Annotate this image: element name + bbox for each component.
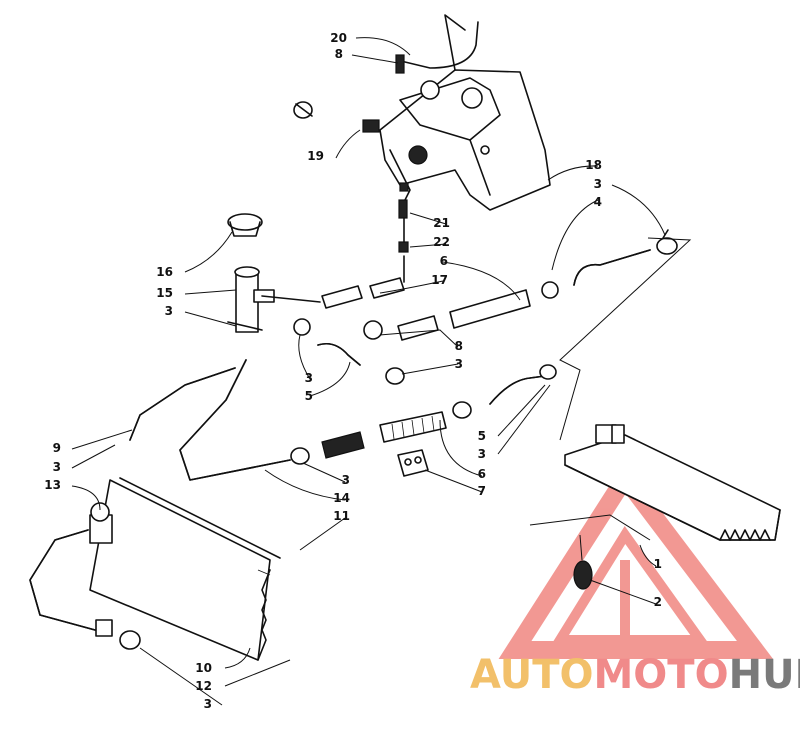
hose-13 [29, 502, 141, 650]
callout-c8b: 8 [455, 339, 463, 353]
callout-c3d: 3 [305, 371, 313, 385]
callout-c2: 2 [654, 595, 662, 609]
callout-c12: 12 [195, 679, 212, 693]
leader-lines [71, 37, 666, 706]
callout-c3g: 3 [342, 473, 350, 487]
fitting-21-22 [398, 199, 409, 253]
filler-neck [227, 266, 275, 333]
callout-c3c: 3 [455, 357, 463, 371]
callout-c7: 7 [478, 484, 486, 498]
pressure-cap [227, 213, 263, 237]
coolant-tank [379, 14, 551, 211]
callout-c21: 21 [433, 216, 450, 230]
callout-c16: 16 [156, 265, 173, 279]
watermark-triangle [498, 462, 774, 659]
tank-cap [293, 101, 380, 133]
callout-c14: 14 [333, 491, 350, 505]
callout-c8a: 8 [335, 47, 343, 61]
callout-c11: 11 [333, 509, 350, 523]
callout-c6b: 6 [478, 467, 486, 481]
callout-c17: 17 [431, 273, 448, 287]
callout-c19: 19 [307, 149, 324, 163]
upper-hoses [261, 255, 531, 329]
frame-lines [559, 237, 692, 441]
callout-c5a: 5 [305, 389, 313, 403]
watermark-moto: MOTO [594, 652, 729, 698]
callout-c3e: 3 [478, 447, 486, 461]
callout-c6a: 6 [440, 254, 448, 268]
svg-text:AUTOMOTOHUB: AUTOMOTOHUB [470, 652, 800, 698]
callout-c15: 15 [156, 286, 173, 300]
middle-hoses [290, 315, 557, 477]
callout-c3f: 3 [53, 460, 61, 474]
callout-c22: 22 [433, 235, 450, 249]
callout-c3a: 3 [594, 177, 602, 191]
callout-c20: 20 [330, 31, 347, 45]
callout-c1: 1 [654, 557, 662, 571]
radiator [89, 477, 281, 661]
watermark-hub: HUB [729, 652, 800, 698]
callout-c5b: 5 [478, 429, 486, 443]
callout-c10: 10 [195, 661, 212, 675]
callout-c9: 9 [53, 441, 61, 455]
watermark-logo: AUTOMOTOHUB [470, 652, 800, 698]
curved-hose-4 [541, 229, 678, 299]
callout-c3b: 3 [165, 304, 173, 318]
vent-hose [395, 21, 479, 74]
watermark-auto: AUTO [470, 652, 594, 698]
heat-exchanger [529, 424, 781, 590]
big-hose-14 [129, 359, 291, 481]
callout-c13: 13 [44, 478, 61, 492]
callout-c18: 18 [585, 158, 602, 172]
callout-c4: 4 [594, 195, 602, 209]
callout-c3h: 3 [204, 697, 212, 711]
